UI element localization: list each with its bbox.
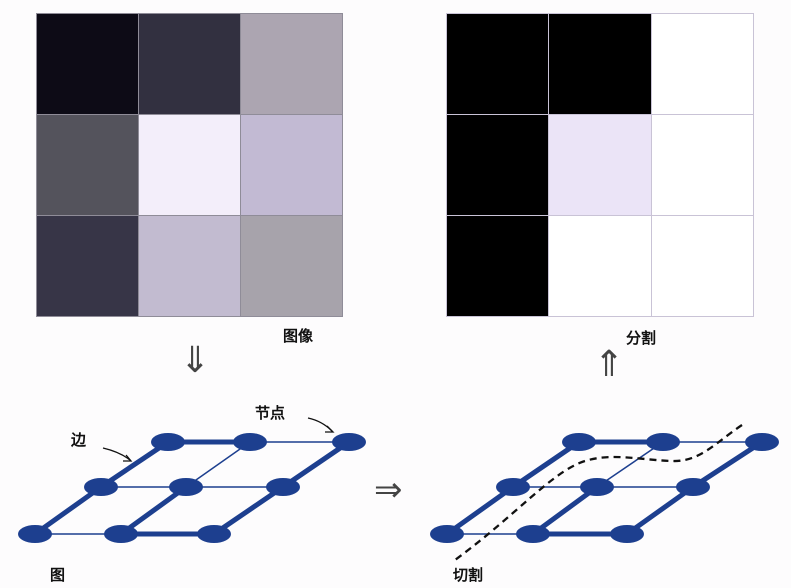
graph-node bbox=[151, 433, 185, 451]
graph-edge bbox=[211, 484, 286, 537]
cut-graph-edge bbox=[444, 484, 516, 537]
up-arrow-icon: ⇑ bbox=[594, 344, 625, 385]
segment-cell bbox=[549, 14, 651, 114]
graph-node bbox=[266, 478, 300, 496]
graph-node bbox=[332, 433, 366, 451]
cut-graph-edge bbox=[510, 439, 582, 490]
edge-pointer-arrowhead bbox=[123, 454, 133, 462]
segment-cell bbox=[651, 216, 753, 316]
cut-graph-edge bbox=[596, 441, 664, 488]
graph-node bbox=[84, 478, 118, 496]
graph-node bbox=[233, 433, 267, 451]
cut-graph-node bbox=[430, 525, 464, 543]
cut-graph-node bbox=[676, 478, 710, 496]
graph-edge bbox=[185, 441, 251, 488]
graph-edge bbox=[118, 484, 189, 537]
cut-graph-node bbox=[745, 433, 779, 451]
image-cell bbox=[37, 115, 138, 215]
cut-graph-edge bbox=[624, 484, 696, 537]
segment-cell bbox=[447, 216, 549, 316]
image-cell bbox=[139, 216, 240, 316]
right-arrow-icon: ⇒ bbox=[374, 470, 403, 510]
segmentation-label: 分割 bbox=[626, 329, 657, 347]
segmentation-grid bbox=[446, 13, 754, 317]
image-cell bbox=[139, 115, 240, 215]
cut-graph-node bbox=[516, 525, 550, 543]
graph-edge bbox=[280, 439, 352, 490]
cut-graph-edge bbox=[530, 484, 600, 537]
graph-label: 图 bbox=[50, 566, 66, 584]
segment-cell bbox=[447, 115, 549, 215]
edge-label: 边 bbox=[71, 431, 87, 449]
graph-node bbox=[18, 525, 52, 543]
segment-cell bbox=[651, 115, 753, 215]
node-label: 节点 bbox=[255, 404, 286, 422]
cut-graph-node bbox=[610, 525, 644, 543]
graph-node bbox=[197, 525, 231, 543]
cut-graph-edge bbox=[690, 439, 765, 490]
segment-cell bbox=[447, 14, 549, 114]
image-label: 图像 bbox=[283, 327, 314, 345]
image-cell bbox=[241, 216, 342, 316]
image-cell bbox=[37, 216, 138, 316]
segment-cell bbox=[549, 115, 651, 215]
graph-edge bbox=[32, 484, 104, 537]
cut-graph-node bbox=[496, 478, 530, 496]
graph-edge bbox=[98, 439, 171, 490]
cut-label: 切割 bbox=[453, 566, 484, 584]
image-cell bbox=[241, 14, 342, 114]
image-cell bbox=[241, 115, 342, 215]
graph-node bbox=[169, 478, 203, 496]
node-pointer-arrow bbox=[307, 417, 333, 432]
graph-node bbox=[104, 525, 138, 543]
label-pointers bbox=[102, 417, 335, 462]
image-cell bbox=[139, 14, 240, 114]
edge-pointer-arrow bbox=[102, 447, 131, 461]
segment-cell bbox=[651, 14, 753, 114]
graph-nodes bbox=[18, 433, 366, 543]
cut-graph-node bbox=[646, 433, 680, 451]
cut-graph-nodes bbox=[430, 433, 779, 543]
cut-graph-node bbox=[562, 433, 596, 451]
node-pointer-arrowhead bbox=[325, 425, 335, 433]
image-cell bbox=[37, 14, 138, 114]
down-arrow-icon: ⇓ bbox=[180, 340, 211, 381]
cut-graph-node bbox=[580, 478, 614, 496]
segment-cell bbox=[549, 216, 651, 316]
image-grid bbox=[36, 13, 343, 317]
